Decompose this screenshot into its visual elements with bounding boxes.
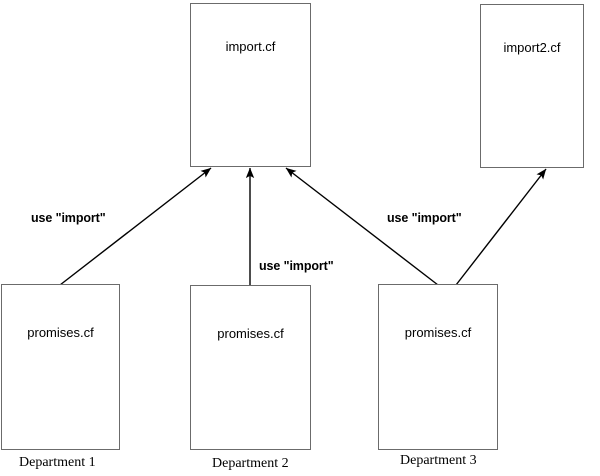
- node-promises-dept1-label: promises.cf: [27, 325, 94, 340]
- node-import[interactable]: import.cf: [190, 3, 311, 167]
- edges-group: [59, 167, 547, 286]
- edge-dept3-import: [285, 167, 439, 286]
- edge-dept1-import: [59, 167, 212, 286]
- edge-dept3-import2: [455, 168, 547, 286]
- caption-department-2: Department 2: [212, 456, 289, 471]
- node-promises-dept2-label: promises.cf: [217, 326, 284, 341]
- node-promises-dept2[interactable]: promises.cf: [190, 285, 311, 450]
- node-promises-dept1[interactable]: promises.cf: [1, 284, 120, 450]
- edge-label-use-import-3: use "import": [387, 211, 462, 225]
- edge-label-use-import-1: use "import": [31, 211, 106, 225]
- node-promises-dept3[interactable]: promises.cf: [378, 284, 498, 450]
- caption-department-3: Department 3: [400, 453, 477, 468]
- node-import2-label: import2.cf: [503, 40, 561, 55]
- node-import-label: import.cf: [225, 39, 276, 54]
- node-promises-dept3-label: promises.cf: [404, 325, 472, 340]
- edge-label-use-import-2: use "import": [259, 259, 334, 273]
- node-import2[interactable]: import2.cf: [480, 4, 584, 168]
- caption-department-1: Department 1: [19, 455, 96, 470]
